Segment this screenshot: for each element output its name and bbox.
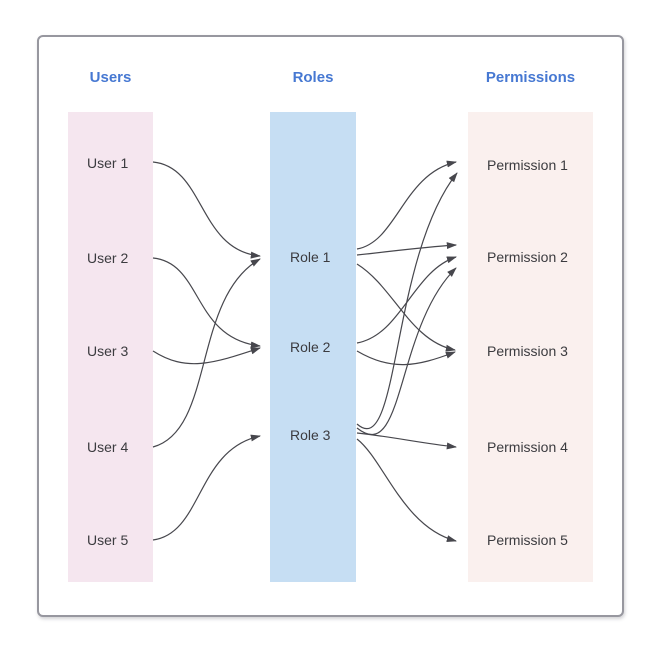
permissions-column-background [468,112,593,582]
node-permission-5: Permission 5 [487,532,568,548]
permissions-column-header: Permissions [485,69,576,86]
node-user-3: User 3 [87,343,129,359]
node-permission-2: Permission 2 [487,249,568,265]
node-user-2: User 2 [87,250,129,266]
users-column-background [68,112,153,582]
roles-column-header: Roles [292,69,334,86]
node-permission-3: Permission 3 [487,343,568,359]
node-role-2: Role 2 [290,339,331,355]
users-column-header: Users [89,69,132,86]
node-permission-4: Permission 4 [487,439,568,455]
roles-column-background [270,112,356,582]
node-user-5: User 5 [87,532,129,548]
node-permission-1: Permission 1 [487,157,568,173]
node-user-1: User 1 [87,155,129,171]
node-role-1: Role 1 [290,249,331,265]
node-role-3: Role 3 [290,427,331,443]
node-user-4: User 4 [87,439,129,455]
